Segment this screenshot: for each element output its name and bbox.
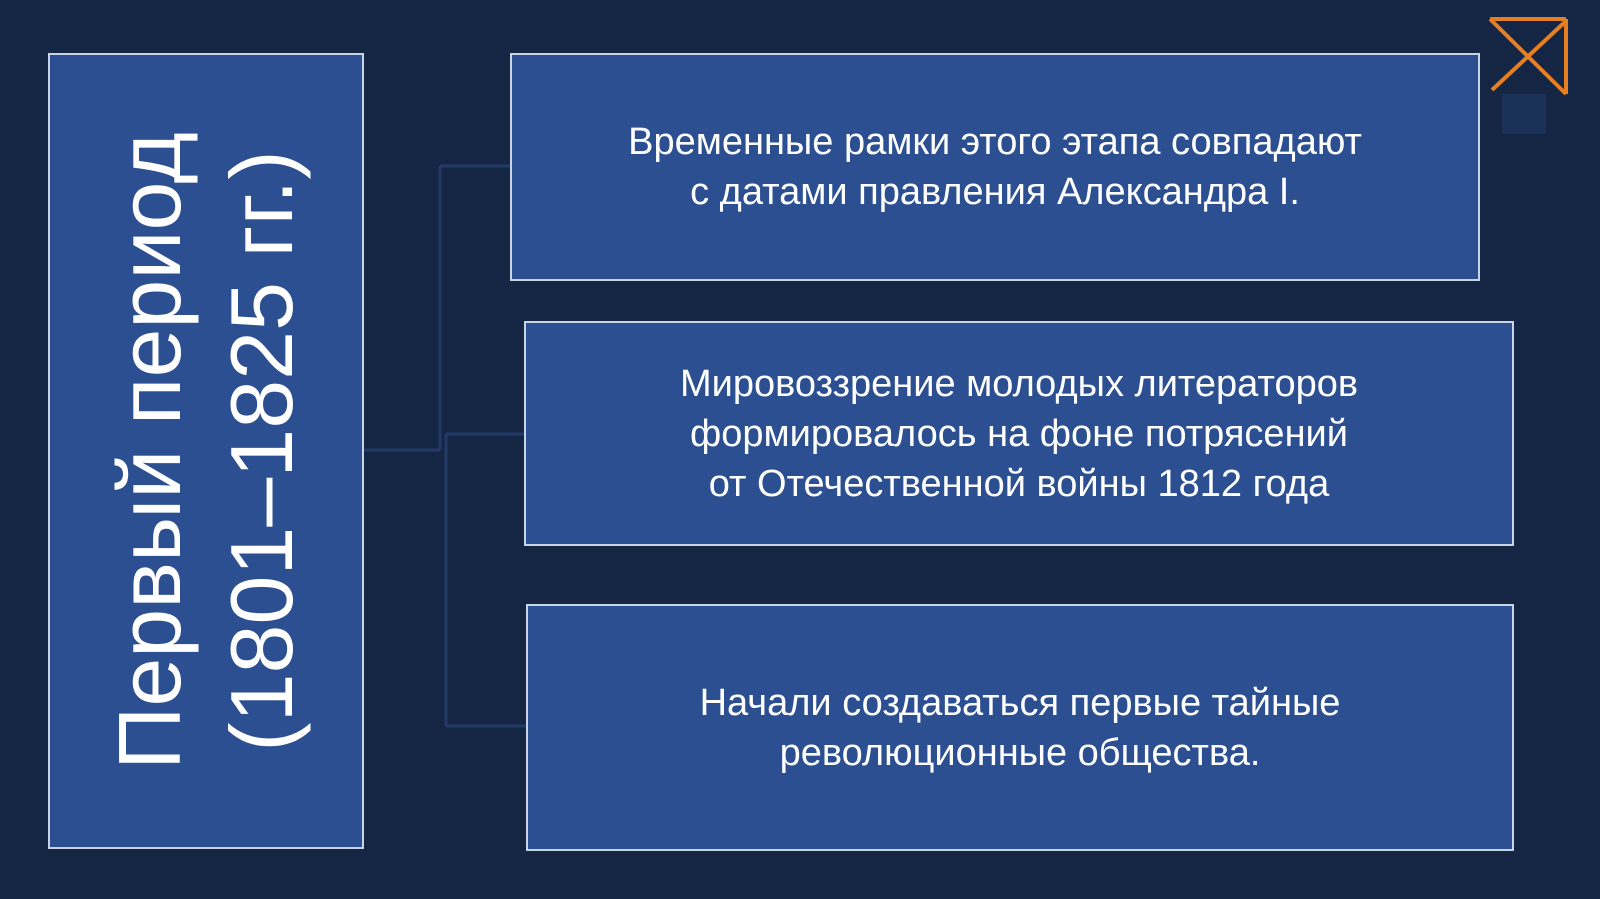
period-title: Первый период (1801–1825 гг.) (94, 91, 318, 811)
info-card-1-line-2: с датами правления Александра I. (690, 171, 1300, 213)
info-card-3-line-1: Начали создаваться первые тайные (699, 681, 1341, 724)
period-title-line-2: (1801–1825 гг.) (212, 150, 311, 752)
info-card-2-line-1: Мировоззрение молодых литераторов (679, 362, 1359, 405)
info-card-2-line-3: от Отечественной войны 1812 года (708, 462, 1330, 505)
orange-x-square-icon (1488, 17, 1568, 134)
info-card-2: Мировоззрение молодых литераторов формир… (524, 321, 1514, 546)
info-card-3-text: Начали создаваться первые тайные революц… (670, 678, 1371, 778)
info-card-1: Временные рамки этого этапа совпадают с … (510, 53, 1480, 281)
info-card-3-line-2: революционные общества. (779, 731, 1261, 774)
info-card-2-text: Мировоззрение молодых литераторов формир… (650, 359, 1388, 509)
info-card-1-line-1: Временные рамки этого этапа совпадают (628, 121, 1362, 163)
period-title-box: Первый период (1801–1825 гг.) (48, 53, 364, 849)
info-card-2-line-2: формировалось на фоне потрясений (689, 412, 1349, 455)
info-card-1-text: Временные рамки этого этапа совпадают с … (598, 117, 1392, 217)
info-card-3: Начали создаваться первые тайные революц… (526, 604, 1514, 851)
period-title-line-1: Первый период (100, 132, 199, 770)
